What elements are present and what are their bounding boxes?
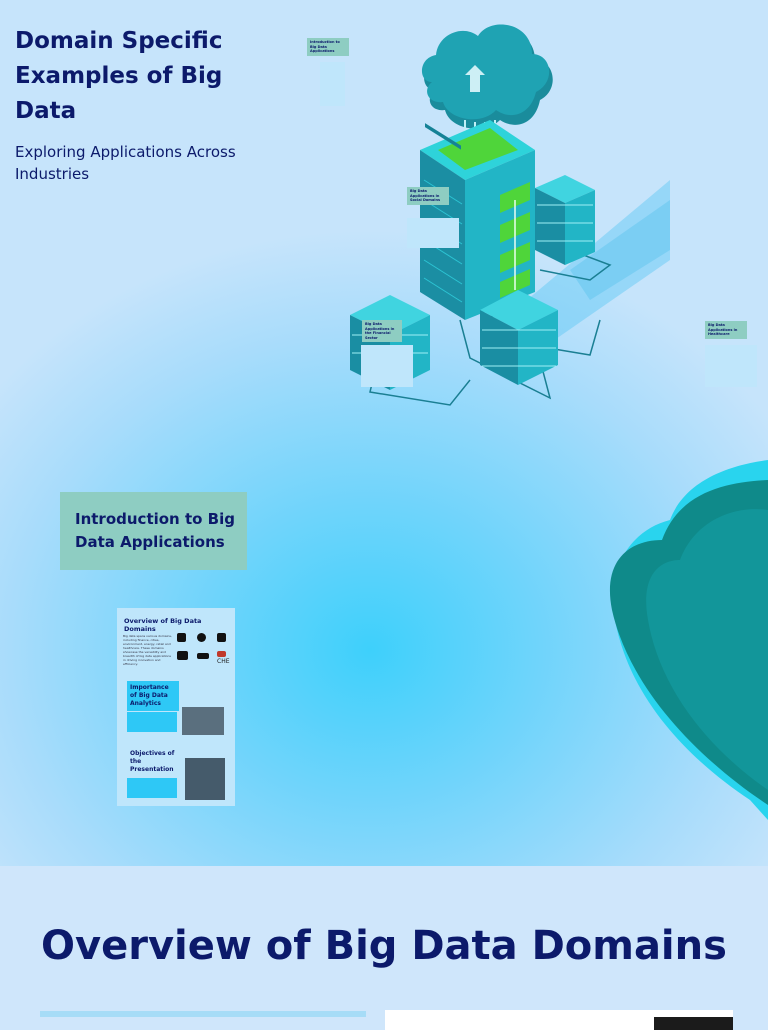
frame-label-social[interactable]: Big Data Applications in Social Domains [407,187,449,205]
slide-heading: Overview of Big Data Domains [41,923,727,969]
cloud-shape [609,460,768,820]
prezi-canvas[interactable]: Domain Specific Examples of Big Data Exp… [0,0,768,866]
mini-thumb-intro[interactable] [320,62,345,106]
overview-thumb-body: Big data spans various domains, includin… [123,634,172,666]
intro-frame-label[interactable]: Introduction to Big Data Applications [60,492,247,570]
domain-logo-icon [197,633,206,642]
domain-logo-icon [177,651,188,660]
importance-thumb-title: Importance of Big Data Analytics [127,681,179,711]
logo-che-text: CHE [217,658,230,665]
domain-logo-icon [197,653,209,659]
mini-thumb-health[interactable] [705,345,757,387]
importance-thumb-image [182,707,224,735]
mini-thumb-finance[interactable] [361,345,413,387]
overview-thumbnail[interactable]: Overview of Big Data Domains Big data sp… [117,608,235,806]
overview-thumb-title: Overview of Big Data Domains [124,617,202,633]
importance-thumb-text [127,712,177,732]
presentation-title: Domain Specific Examples of Big Data [15,28,223,124]
frame-label-intro-small[interactable]: Introduction to Big Data Applications [307,38,349,56]
slide-content-card [385,1010,733,1030]
objectives-thumb-text [127,778,177,798]
frame-label-finance[interactable]: Big Data Applications in the Financial S… [362,320,402,342]
presentation-subtitle: Exploring Applications Across Industries [15,143,236,183]
objectives-thumb-image [185,758,225,800]
mini-thumb-social[interactable] [407,218,459,248]
domain-logo-icon [217,633,226,642]
objectives-thumb-title: Objectives of the Presentation [127,748,185,773]
domain-logo-icon [217,651,226,657]
frame-label-health[interactable]: Big Data Applications in Healthcare [705,321,747,339]
slide-divider [40,1011,366,1017]
domain-logo-icon [177,633,186,642]
